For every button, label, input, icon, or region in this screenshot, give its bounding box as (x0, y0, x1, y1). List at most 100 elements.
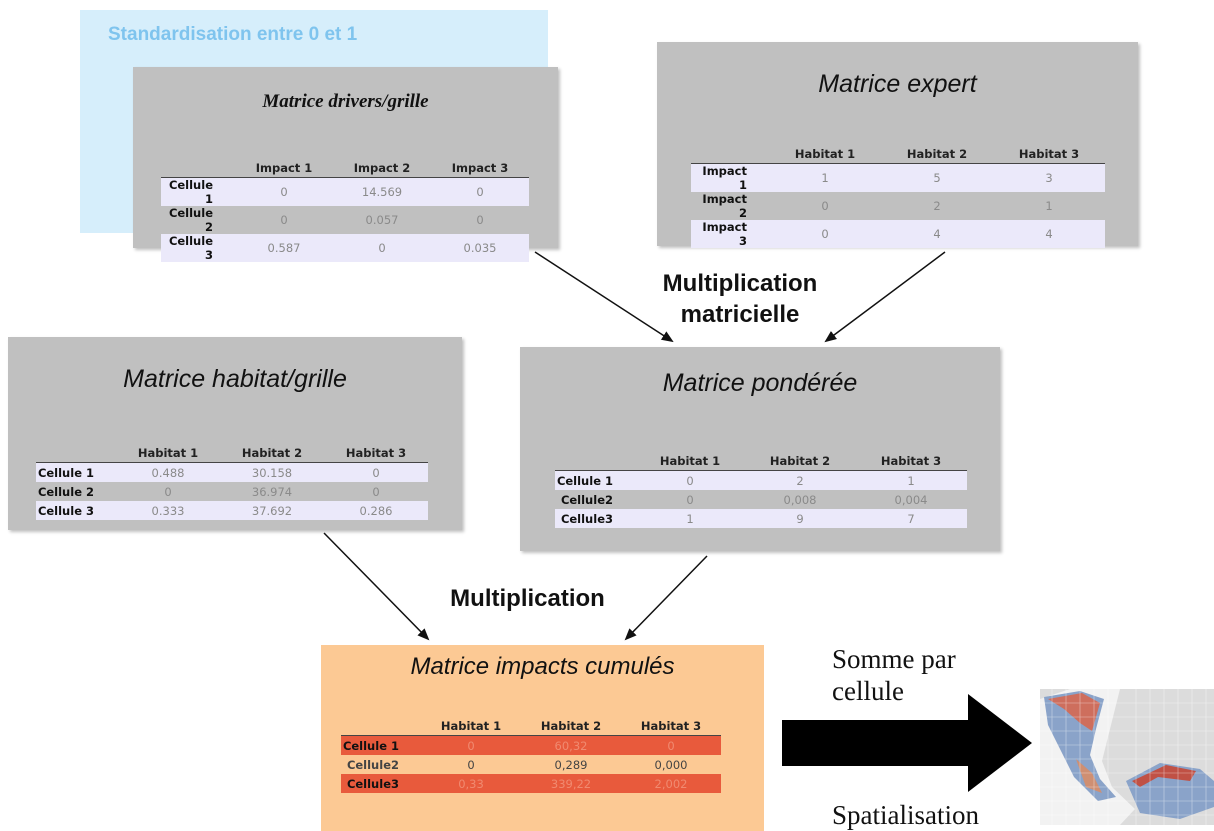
cumules-header-row: Habitat 1 Habitat 2 Habitat 3 (341, 717, 721, 736)
multiplication-matricielle-line2: matricielle (680, 301, 800, 328)
cumules-cell: 0 (621, 735, 721, 755)
ponderee-matrix-title: Matrice pondérée (662, 369, 858, 397)
expert-cell: 3 (993, 163, 1105, 192)
habitat-header-row: Habitat 1 Habitat 2 Habitat 3 (36, 444, 428, 463)
ponderee-col-header: Habitat 3 (880, 454, 942, 468)
ponderee-cell: 1 (635, 509, 745, 528)
expert-cell: 2 (933, 199, 941, 213)
drivers-cell: 0.035 (431, 234, 529, 262)
drivers-row: Cellule 2 0 0.057 0 (161, 206, 529, 234)
expert-row-label: Impact 1 (691, 163, 769, 192)
cumules-cell: 0 (467, 757, 475, 772)
habitat-col-header: Habitat 1 (137, 446, 199, 460)
ponderee-row-label: Cellule2 (560, 492, 613, 507)
habitat-cell: 30.158 (220, 462, 324, 482)
habitat-row: Cellule 2 0 36.974 0 (36, 482, 428, 501)
ponderee-col-header: Habitat 2 (769, 454, 831, 468)
expert-matrix-panel: Matrice expert Habitat 1 Habitat 2 Habit… (657, 42, 1138, 248)
habitat-cell: 36.974 (251, 484, 293, 499)
cumules-matrix-title: Matrice impacts cumulés (410, 653, 675, 680)
expert-cell: 4 (881, 220, 993, 248)
drivers-row: Cellule 3 0.587 0 0.035 (161, 234, 529, 262)
cumules-col-header: Habitat 2 (540, 719, 602, 733)
expert-matrix-table: Habitat 1 Habitat 2 Habitat 3 Impact 1 1… (691, 145, 1105, 248)
habitat-cell: 0.488 (116, 462, 220, 482)
expert-col-header: Habitat 3 (1018, 147, 1080, 161)
habitat-cell: 0.286 (324, 501, 428, 520)
expert-cell: 5 (881, 163, 993, 192)
drivers-col-header: Impact 1 (255, 161, 313, 175)
ponderee-cell: 0 (686, 492, 694, 507)
habitat-matrix-panel: Matrice habitat/grille Habitat 1 Habitat… (8, 337, 462, 530)
drivers-cell: 0 (235, 177, 333, 206)
drivers-cell: 0 (280, 213, 288, 227)
cumules-row: Cellule2 0 0,289 0,000 (341, 755, 721, 774)
ponderee-row: Cellule3 1 9 7 (555, 509, 967, 528)
cumules-cell: 0,33 (421, 774, 521, 793)
spatialisation-map-image (1040, 689, 1214, 825)
habitat-cell: 0.333 (116, 501, 220, 520)
expert-cell: 4 (993, 220, 1105, 248)
drivers-header-row: Impact 1 Impact 2 Impact 3 (161, 159, 529, 178)
drivers-matrix-title: Matrice drivers/grille (262, 91, 429, 112)
habitat-matrix-title: Matrice habitat/grille (123, 365, 347, 393)
big-arrow-to-map (782, 694, 1032, 792)
drivers-row: Cellule 1 0 14.569 0 (161, 177, 529, 206)
expert-row: Impact 2 0 2 1 (691, 192, 1105, 220)
somme-line2: cellule (832, 676, 904, 706)
habitat-row-label: Cellule 3 (36, 501, 116, 520)
ponderee-header-row: Habitat 1 Habitat 2 Habitat 3 (555, 452, 967, 471)
cumules-cell: 0,289 (554, 757, 588, 772)
ponderee-cell: 1 (855, 470, 967, 490)
expert-cell: 0 (821, 199, 829, 213)
ponderee-col-header: Habitat 1 (659, 454, 721, 468)
habitat-cell: 0 (324, 462, 428, 482)
cumules-cell: 0 (421, 735, 521, 755)
ponderee-row: Cellule 1 0 2 1 (555, 470, 967, 490)
arrow-drivers-to-ponderee (534, 251, 674, 343)
spatialisation-label: Spatialisation (832, 800, 979, 830)
drivers-row-label: Cellule 1 (161, 177, 235, 206)
ponderee-cell: 9 (745, 509, 855, 528)
cumules-row-label: Cellule 1 (341, 735, 421, 755)
expert-col-header: Habitat 2 (906, 147, 968, 161)
ponderee-row-label: Cellule3 (555, 509, 635, 528)
drivers-col-header: Impact 2 (353, 161, 411, 175)
drivers-cell: 0 (476, 213, 484, 227)
cumules-cell: 0,000 (654, 757, 688, 772)
ponderee-matrix-panel: Matrice pondérée Habitat 1 Habitat 2 Hab… (520, 347, 1000, 551)
habitat-cell: 37.692 (220, 501, 324, 520)
drivers-matrix-table: Impact 1 Impact 2 Impact 3 Cellule 1 0 1… (161, 159, 529, 262)
drivers-row-label: Cellule 2 (168, 206, 213, 234)
habitat-row: Cellule 3 0.333 37.692 0.286 (36, 501, 428, 520)
drivers-col-header: Impact 3 (451, 161, 509, 175)
ponderee-row-label: Cellule 1 (555, 470, 635, 490)
somme-line1: Somme par (832, 644, 956, 674)
cumules-cell: 2,002 (621, 774, 721, 793)
habitat-cell: 0 (164, 484, 172, 499)
expert-row: Impact 1 1 5 3 (691, 163, 1105, 192)
habitat-col-header: Habitat 3 (345, 446, 407, 460)
cumules-matrix-table: Habitat 1 Habitat 2 Habitat 3 Cellule 1 … (341, 717, 721, 793)
ponderee-cell: 0,004 (894, 492, 928, 507)
habitat-row-label: Cellule 2 (37, 484, 94, 499)
drivers-cell: 0.587 (235, 234, 333, 262)
habitat-row-label: Cellule 1 (36, 462, 116, 482)
cumules-matrix-panel: Matrice impacts cumulés Habitat 1 Habita… (321, 645, 764, 831)
multiplication-matricielle-label: Multiplication matricielle (620, 268, 860, 330)
cumules-cell: 339,22 (521, 774, 621, 793)
standardisation-label: Standardisation entre 0 et 1 (108, 24, 358, 45)
arrow-ponderee-to-cumules (624, 555, 708, 641)
multiplication-label: Multiplication (450, 585, 605, 612)
somme-par-cellule-label: Somme par cellule (832, 643, 956, 707)
ponderee-cell: 2 (745, 470, 855, 490)
cumules-cell: 60,32 (521, 735, 621, 755)
expert-row: Impact 3 0 4 4 (691, 220, 1105, 248)
ponderee-cell: 0 (635, 470, 745, 490)
expert-cell: 0 (769, 220, 881, 248)
multiplication-matricielle-line1: Multiplication (662, 270, 818, 297)
ponderee-row: Cellule2 0 0,008 0,004 (555, 490, 967, 509)
drivers-cell: 14.569 (333, 177, 431, 206)
cumules-row-label: Cellule2 (346, 757, 399, 772)
